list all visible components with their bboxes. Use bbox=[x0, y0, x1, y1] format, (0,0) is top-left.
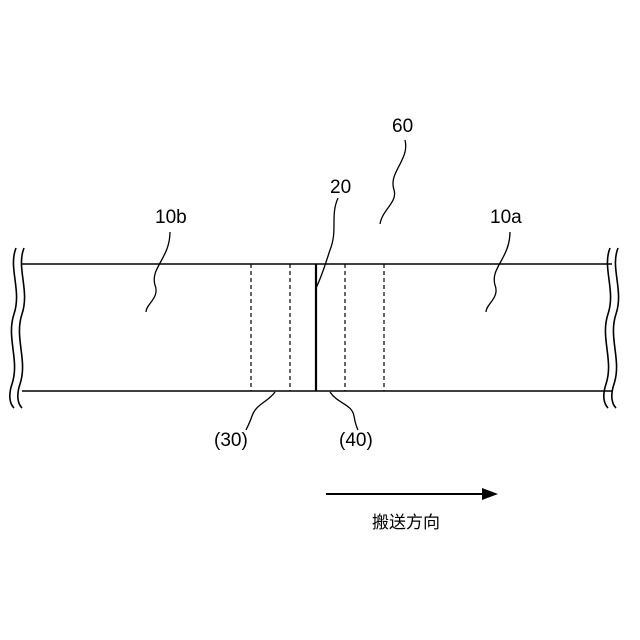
label-10a: 10a bbox=[490, 207, 522, 228]
left-break-mark-outer bbox=[10, 248, 17, 408]
label-10b: 10b bbox=[155, 207, 187, 228]
right-break-mark-inner bbox=[612, 248, 619, 408]
transport-arrow-head bbox=[482, 488, 498, 500]
right-break-mark-outer bbox=[604, 248, 611, 408]
label-40: (40) bbox=[339, 430, 373, 451]
leader-10a bbox=[486, 232, 510, 312]
label-60: 60 bbox=[392, 116, 413, 137]
label-transport-direction: 搬送方向 bbox=[372, 513, 440, 533]
label-20: 20 bbox=[330, 177, 351, 198]
leader-20 bbox=[316, 198, 338, 288]
leader-60 bbox=[380, 140, 406, 224]
leader-40 bbox=[330, 392, 358, 430]
leader-30 bbox=[246, 392, 275, 430]
leader-10b bbox=[146, 232, 170, 312]
label-30: (30) bbox=[214, 430, 248, 451]
left-break-mark-inner bbox=[18, 248, 25, 408]
